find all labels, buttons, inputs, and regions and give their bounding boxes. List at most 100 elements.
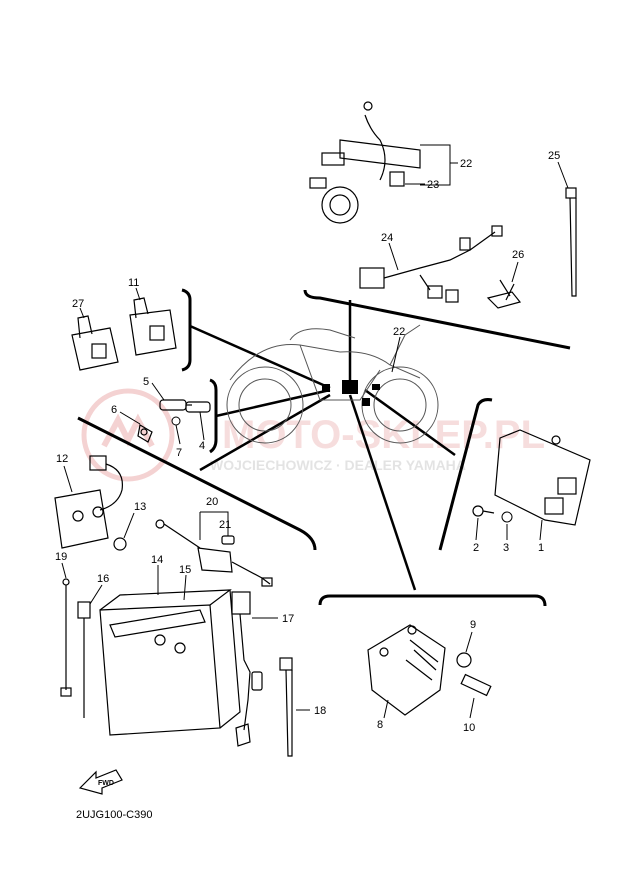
callout-16: 16 bbox=[97, 573, 109, 585]
callout-22-bike: 22 bbox=[393, 326, 405, 338]
leader-cdi bbox=[364, 388, 456, 457]
harness-band bbox=[339, 139, 421, 169]
battery-terminal bbox=[154, 634, 166, 646]
battery-body bbox=[99, 604, 221, 736]
watermark-logo bbox=[81, 388, 175, 482]
battery-top bbox=[99, 589, 232, 611]
callout-3: 3 bbox=[503, 542, 509, 554]
sub-harness-plug-2 bbox=[459, 237, 471, 251]
seat-line bbox=[289, 328, 356, 341]
sub-harness-plug bbox=[491, 225, 503, 237]
callout-17: 17 bbox=[282, 613, 294, 625]
lead-6-body bbox=[137, 424, 153, 443]
cable-tie-18-strap bbox=[285, 669, 293, 757]
diagram-code: 2UJG100-C390 bbox=[76, 809, 152, 821]
nut-13 bbox=[113, 537, 127, 551]
sub-harness-coupler bbox=[359, 267, 385, 289]
rectifier-mount-2 bbox=[407, 625, 417, 635]
leader-sensors bbox=[215, 388, 331, 418]
callout-10: 10 bbox=[463, 722, 475, 734]
callout-bracket-22 bbox=[420, 144, 451, 186]
cable-tie-18-head bbox=[279, 657, 293, 671]
cable-tie-head bbox=[565, 187, 577, 199]
leader-13 bbox=[123, 512, 135, 539]
sensor-20-wire bbox=[231, 561, 271, 585]
part-22-harness bbox=[309, 101, 421, 224]
leader-5 bbox=[151, 382, 165, 401]
starter-relay-body bbox=[54, 489, 109, 549]
callout-22-top: 22 bbox=[460, 158, 472, 170]
relay-11-body bbox=[129, 309, 177, 356]
callout-15: 15 bbox=[179, 564, 191, 576]
callout-20: 20 bbox=[206, 496, 218, 508]
part-14-battery bbox=[99, 589, 241, 736]
part-2-bolt bbox=[472, 505, 495, 517]
fuse-holder-body bbox=[231, 591, 251, 615]
switch-4-body bbox=[185, 401, 211, 413]
fwd-arrow-icon bbox=[78, 769, 123, 795]
callout-25: 25 bbox=[548, 150, 560, 162]
leader-2 bbox=[475, 517, 479, 541]
part-7-washer bbox=[171, 416, 181, 426]
sensor-20-body bbox=[197, 547, 233, 573]
rear-wheel bbox=[226, 366, 304, 444]
lead-6-eye bbox=[140, 428, 148, 436]
bracket-battery bbox=[77, 416, 317, 551]
watermark-dealer: WOJCIECHOWICZ · DEALER YAMAHA bbox=[210, 457, 466, 473]
harness-terminal bbox=[363, 101, 373, 111]
battery-side bbox=[219, 589, 241, 729]
sensor-20-tip bbox=[155, 519, 165, 529]
relay-11-tab bbox=[133, 297, 149, 319]
callout-bracket-20 bbox=[199, 511, 229, 540]
part-3-washer bbox=[501, 511, 513, 523]
part-8-rectifier bbox=[367, 624, 446, 716]
bike-components bbox=[322, 380, 380, 406]
leader-6 bbox=[119, 411, 141, 425]
sub-harness-plug-3 bbox=[427, 285, 443, 299]
fuse-21-body bbox=[221, 535, 235, 545]
rectifier-mount bbox=[379, 647, 389, 657]
part-16-lead bbox=[77, 601, 91, 718]
callout-6: 6 bbox=[111, 404, 117, 416]
starter-relay-terminal-2 bbox=[92, 506, 104, 518]
bracket-lines bbox=[77, 288, 571, 607]
leader-12 bbox=[63, 465, 73, 493]
cdi-mount bbox=[551, 435, 561, 445]
bracket-relays bbox=[181, 288, 192, 372]
callout-21: 21 bbox=[219, 519, 231, 531]
sensor-20-plug bbox=[261, 577, 273, 587]
leader-rectifier bbox=[348, 394, 417, 591]
lead-16-end bbox=[77, 601, 91, 619]
callout-11: 11 bbox=[128, 277, 139, 289]
cdi-body bbox=[494, 429, 591, 526]
relay-11-socket bbox=[149, 325, 165, 341]
leader-8 bbox=[383, 699, 389, 719]
bolt-2-shaft bbox=[482, 510, 495, 514]
part-1-cdi-unit bbox=[494, 429, 591, 526]
starter-relay-terminal bbox=[72, 510, 84, 522]
clamp-body bbox=[486, 291, 522, 309]
callout-1: 1 bbox=[538, 542, 544, 554]
part-25-cable-tie bbox=[565, 187, 577, 297]
leader-1 bbox=[539, 519, 543, 541]
part-9-bolt bbox=[456, 652, 472, 668]
callout-27: 27 bbox=[72, 298, 84, 310]
fuse-holder-wire bbox=[239, 613, 251, 731]
part-18-cable-tie bbox=[279, 657, 293, 757]
lead-19-end bbox=[60, 687, 72, 697]
harness-wire bbox=[364, 114, 386, 181]
bracket-sensors bbox=[209, 378, 218, 454]
part-10-bolt bbox=[460, 673, 492, 697]
callout-24: 24 bbox=[381, 232, 393, 244]
callout-numbers: 1 2 3 4 5 6 7 8 9 10 11 12 13 14 15 16 1… bbox=[55, 150, 560, 734]
callout-13: 13 bbox=[134, 501, 146, 513]
callout-18: 18 bbox=[314, 705, 326, 717]
part-4-switch bbox=[185, 401, 211, 413]
rectifier-fins bbox=[405, 639, 439, 681]
leader-27 bbox=[79, 307, 85, 319]
bike-part-d bbox=[372, 384, 380, 390]
front-wheel-inner bbox=[373, 378, 427, 432]
cable-tie-strap bbox=[569, 197, 577, 297]
